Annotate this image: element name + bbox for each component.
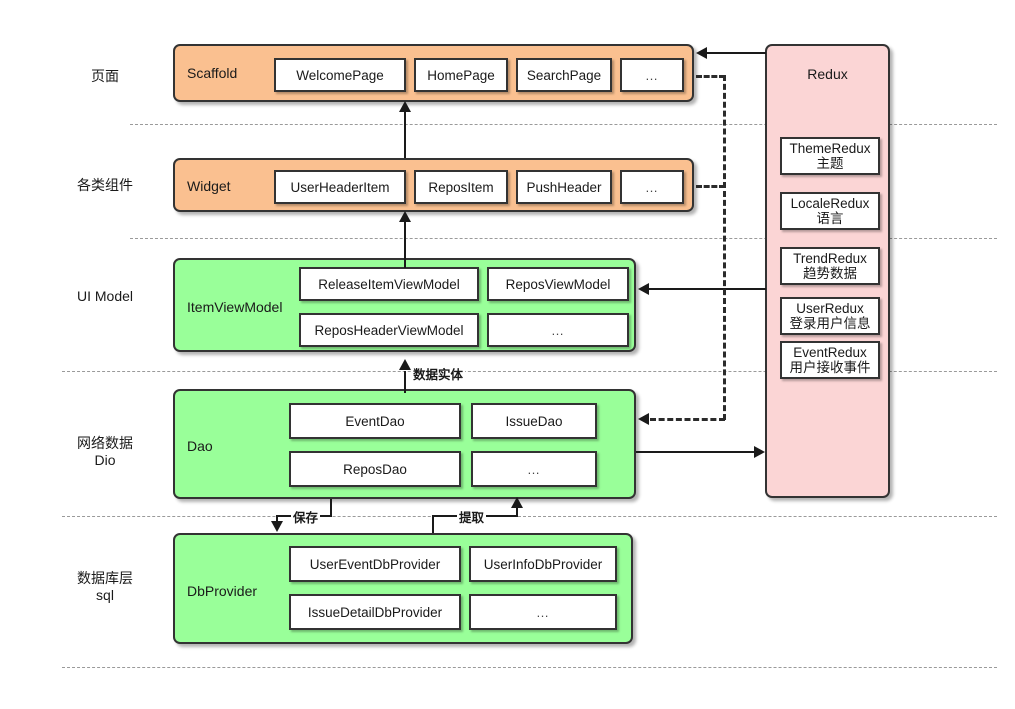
- connector-redux-to-scaffold: [706, 52, 766, 54]
- connector-widget-to-scaffold: [404, 111, 406, 158]
- chip-theme-redux-name: ThemeRedux: [789, 141, 871, 156]
- arrowhead-redux-to-itemviewmodel: [638, 283, 649, 295]
- chip-repos-view-model[interactable]: ReposViewModel: [487, 267, 629, 301]
- layer-label-widget: 各类组件: [77, 177, 133, 193]
- connector-itemviewmodel-to-widget: [404, 221, 406, 268]
- chip-repos-item[interactable]: ReposItem: [414, 170, 508, 204]
- layer-separator-page-widget: [130, 124, 997, 125]
- panel-title-redux: Redux: [807, 66, 848, 82]
- connector-dashed-to-scaffold: [696, 75, 725, 78]
- chip-search-page[interactable]: SearchPage: [516, 58, 612, 92]
- arrowhead-dashed-to-dao: [638, 413, 649, 425]
- connector-dashed-to-dao: [650, 418, 725, 421]
- chip-scaffold-more[interactable]: …: [620, 58, 684, 92]
- connector-dashed-trunk: [723, 75, 726, 420]
- edge-label-save: 保存: [291, 507, 321, 526]
- band-title-scaffold: Scaffold: [187, 65, 238, 81]
- chip-event-redux[interactable]: EventRedux 用户接收事件: [780, 341, 880, 379]
- band-dao: Dao EventDao IssueDao ReposDao …: [173, 389, 636, 499]
- chip-event-redux-desc: 用户接收事件: [789, 360, 871, 375]
- arrowhead-fetch: [511, 497, 523, 508]
- band-widget: Widget UserHeaderItem ReposItem PushHead…: [173, 158, 694, 212]
- chip-event-redux-name: EventRedux: [793, 345, 867, 360]
- chip-welcome-page[interactable]: WelcomePage: [274, 58, 406, 92]
- band-title-dao: Dao: [187, 438, 213, 454]
- layer-separator-uimodel-network: [62, 371, 997, 372]
- chip-home-page[interactable]: HomePage: [414, 58, 508, 92]
- band-dbprovider: DbProvider UserEventDbProvider UserInfoD…: [173, 533, 633, 644]
- chip-locale-redux-name: LocaleRedux: [790, 196, 870, 211]
- chip-user-event-db-provider[interactable]: UserEventDbProvider: [289, 546, 461, 582]
- chip-push-header[interactable]: PushHeader: [516, 170, 612, 204]
- panel-redux: Redux ThemeRedux 主题 LocaleRedux 语言 Trend…: [765, 44, 890, 498]
- chip-repos-header-view-model[interactable]: ReposHeaderViewModel: [299, 313, 479, 347]
- layer-label-page: 页面: [91, 68, 119, 84]
- layer-label-uimodel: UI Model: [76, 288, 134, 304]
- layer-separator-widget-uimodel: [130, 238, 997, 239]
- connector-dao-to-redux: [636, 451, 756, 453]
- chip-dao-more[interactable]: …: [471, 451, 597, 487]
- connector-save-vertical-to-db: [276, 515, 278, 524]
- band-itemviewmodel: ItemViewModel ReleaseItemViewModel Repos…: [173, 258, 636, 352]
- chip-itemviewmodel-more[interactable]: …: [487, 313, 629, 347]
- layer-separator-network-db: [62, 516, 997, 517]
- chip-trend-redux[interactable]: TrendRedux 趋势数据: [780, 247, 880, 285]
- arrowhead-save: [271, 521, 283, 532]
- chip-theme-redux[interactable]: ThemeRedux 主题: [780, 137, 880, 175]
- band-title-dbprovider: DbProvider: [187, 583, 258, 599]
- arrowhead-dao-to-itemviewmodel: [399, 359, 411, 370]
- arrowhead-redux-to-scaffold: [696, 47, 707, 59]
- chip-theme-redux-desc: 主题: [816, 156, 844, 171]
- chip-user-redux[interactable]: UserRedux 登录用户信息: [780, 297, 880, 335]
- arrowhead-itemviewmodel-to-widget: [399, 211, 411, 222]
- chip-dbprovider-more[interactable]: …: [469, 594, 617, 630]
- connector-dashed-to-widget: [696, 185, 725, 188]
- chip-release-item-view-model[interactable]: ReleaseItemViewModel: [299, 267, 479, 301]
- chip-user-header-item[interactable]: UserHeaderItem: [274, 170, 406, 204]
- edge-label-fetch: 提取: [457, 507, 487, 526]
- chip-widget-more[interactable]: …: [620, 170, 684, 204]
- chip-trend-redux-desc: 趋势数据: [803, 266, 857, 281]
- chip-event-dao[interactable]: EventDao: [289, 403, 461, 439]
- connector-fetch-vertical-to-dao: [516, 505, 518, 517]
- chip-issue-dao[interactable]: IssueDao: [471, 403, 597, 439]
- layer-separator-bottom: [62, 667, 997, 668]
- chip-issue-detail-db-provider[interactable]: IssueDetailDbProvider: [289, 594, 461, 630]
- band-title-widget: Widget: [187, 178, 231, 194]
- connector-redux-to-itemviewmodel: [648, 288, 766, 290]
- chip-repos-dao[interactable]: ReposDao: [289, 451, 461, 487]
- connector-dao-to-itemviewmodel: [404, 371, 406, 393]
- chip-trend-redux-name: TrendRedux: [793, 251, 867, 266]
- band-title-itemviewmodel: ItemViewModel: [187, 299, 283, 315]
- arrowhead-dao-to-redux: [754, 446, 765, 458]
- connector-save-vertical-from-dao: [330, 499, 332, 516]
- chip-locale-redux-desc: 语言: [816, 211, 844, 226]
- chip-locale-redux[interactable]: LocaleRedux 语言: [780, 192, 880, 230]
- layer-label-database: 数据库层 sql: [77, 570, 133, 603]
- edge-label-entity: 数据实体: [411, 364, 466, 383]
- layer-label-network: 网络数据 Dio: [77, 435, 133, 468]
- chip-user-redux-name: UserRedux: [796, 301, 864, 316]
- chip-user-redux-desc: 登录用户信息: [789, 316, 871, 331]
- connector-fetch-vertical-from-db: [432, 515, 434, 533]
- band-scaffold: Scaffold WelcomePage HomePage SearchPage…: [173, 44, 694, 102]
- arrowhead-widget-to-scaffold: [399, 101, 411, 112]
- chip-user-info-db-provider[interactable]: UserInfoDbProvider: [469, 546, 617, 582]
